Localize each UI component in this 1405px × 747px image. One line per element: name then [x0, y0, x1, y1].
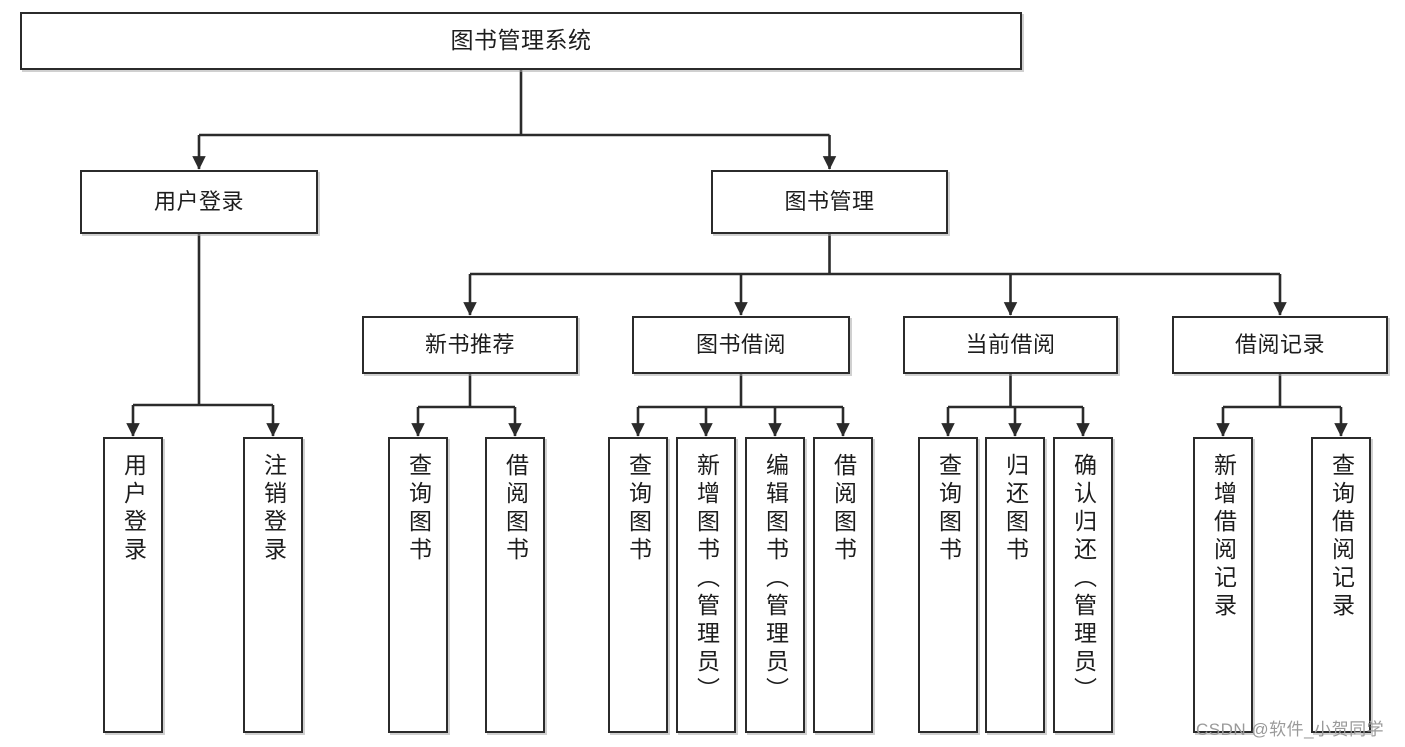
node-label: 用户登录	[153, 189, 244, 215]
node-label: 查询图书	[625, 453, 652, 565]
node-leaf-bb-borrow[interactable]: 借阅图书	[813, 437, 873, 733]
node-new-book-rec[interactable]: 新书推荐	[362, 316, 578, 374]
node-leaf-cb-query[interactable]: 查询图书	[918, 437, 978, 733]
node-user-login[interactable]: 用户登录	[80, 170, 318, 234]
node-book-borrow[interactable]: 图书借阅	[632, 316, 850, 374]
node-leaf-rec-borrow[interactable]: 借阅图书	[485, 437, 545, 733]
node-label: 编辑图书（管理员）	[762, 453, 789, 705]
node-leaf-br-query[interactable]: 查询借阅记录	[1311, 437, 1371, 733]
node-leaf-logout[interactable]: 注销登录	[243, 437, 303, 733]
node-label: 查询图书	[405, 453, 432, 565]
node-root[interactable]: 图书管理系统	[20, 12, 1022, 70]
node-book-manage[interactable]: 图书管理	[711, 170, 948, 234]
node-label: 图书管理	[784, 189, 875, 215]
node-label: 确认归还（管理员）	[1070, 453, 1097, 705]
node-label: 借阅记录	[1234, 332, 1325, 358]
node-label: 新增图书（管理员）	[693, 453, 720, 705]
node-leaf-bb-query[interactable]: 查询图书	[608, 437, 668, 733]
node-label: 新增借阅记录	[1210, 453, 1237, 621]
node-leaf-br-add[interactable]: 新增借阅记录	[1193, 437, 1253, 733]
node-leaf-cb-return[interactable]: 归还图书	[985, 437, 1045, 733]
node-current-borrow[interactable]: 当前借阅	[903, 316, 1118, 374]
node-label: 借阅图书	[830, 453, 857, 565]
node-borrow-record[interactable]: 借阅记录	[1172, 316, 1388, 374]
node-label: 用户登录	[120, 453, 147, 565]
node-label: 查询借阅记录	[1328, 453, 1355, 621]
node-label: 归还图书	[1002, 453, 1029, 565]
node-label: 图书管理系统	[450, 27, 592, 54]
node-label: 借阅图书	[502, 453, 529, 565]
node-leaf-bb-add[interactable]: 新增图书（管理员）	[676, 437, 736, 733]
node-leaf-rec-query[interactable]: 查询图书	[388, 437, 448, 733]
node-leaf-user-login[interactable]: 用户登录	[103, 437, 163, 733]
node-label: 注销登录	[260, 453, 287, 565]
node-label: 新书推荐	[424, 332, 515, 358]
node-label: 查询图书	[935, 453, 962, 565]
node-leaf-bb-edit[interactable]: 编辑图书（管理员）	[745, 437, 805, 733]
node-label: 图书借阅	[695, 332, 786, 358]
node-label: 当前借阅	[965, 332, 1056, 358]
node-leaf-cb-confirm[interactable]: 确认归还（管理员）	[1053, 437, 1113, 733]
